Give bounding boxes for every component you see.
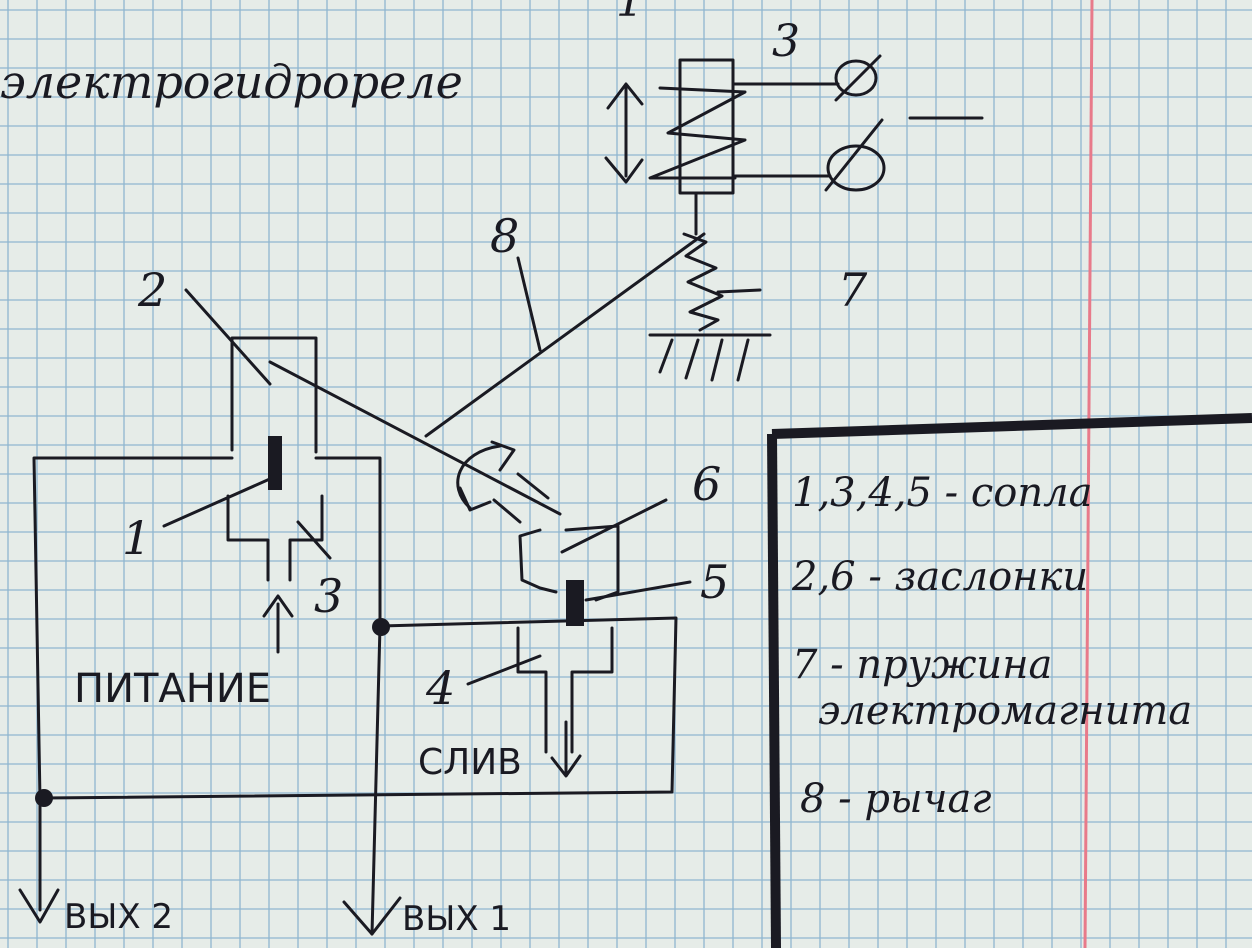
legend-frame [767,413,1252,948]
label-3-top: 3 [772,16,800,67]
title: электрогидрореле [0,55,463,109]
label-1: 1 [122,511,151,565]
legend-item-spring: 7 - пружина [792,642,1052,688]
out1-arrow [342,896,402,936]
legend: 1,3,4,5 - сопла 2,6 - заслонки 7 - пружи… [791,470,1192,822]
legend-item-lever: 8 - рычаг [800,776,992,822]
hydraulic-lines [32,456,678,936]
junction-dot-left [35,789,53,807]
label-1-top: 1 [616,0,644,27]
label-6: 6 [692,457,721,511]
nozzle-block-right [516,524,620,754]
legend-item-nozzles: 1,3,4,5 - сопла [792,470,1092,516]
motion-double-arrow [604,82,644,184]
legend-item-flappers: 2,6 - заслонки [791,554,1088,600]
out2-label: ВЫХ 2 [64,897,173,937]
label-3: 3 [314,569,343,623]
label-2: 2 [137,263,167,317]
electromagnet [648,58,840,195]
part-labels: 1 3 — 8 7 2 6 5 1 3 4 [122,0,868,715]
margin-line [1083,0,1094,948]
nozzle-5 [566,580,584,626]
rotation-arrows [456,440,550,524]
flapper-2 [184,288,562,516]
drain-arrow [550,720,582,778]
terminal-minus [824,116,984,192]
label-4: 4 [425,661,455,715]
supply-arrow [262,594,294,654]
legend-item-spring-cont: электромагнита [818,688,1192,734]
label-7: 7 [838,263,868,317]
out2-arrow [18,888,60,924]
spring-7 [682,191,762,332]
terminal-plus [834,54,882,102]
nozzle-1 [268,436,282,490]
ground-hatch [648,333,772,382]
drain-label: СЛИВ [418,742,522,783]
nozzle-block-left [226,336,324,582]
lever-8 [424,232,706,438]
label-8: 8 [490,209,519,263]
supply-label: ПИТАНИЕ [74,666,271,712]
junction-dot-mid [372,618,390,636]
label-5: 5 [700,555,729,609]
flow-labels: ПИТАНИЕ СЛИВ ВЫХ 2 ВЫХ 1 [64,666,522,939]
out1-label: ВЫХ 1 [402,899,511,939]
leader-lines [162,476,692,686]
